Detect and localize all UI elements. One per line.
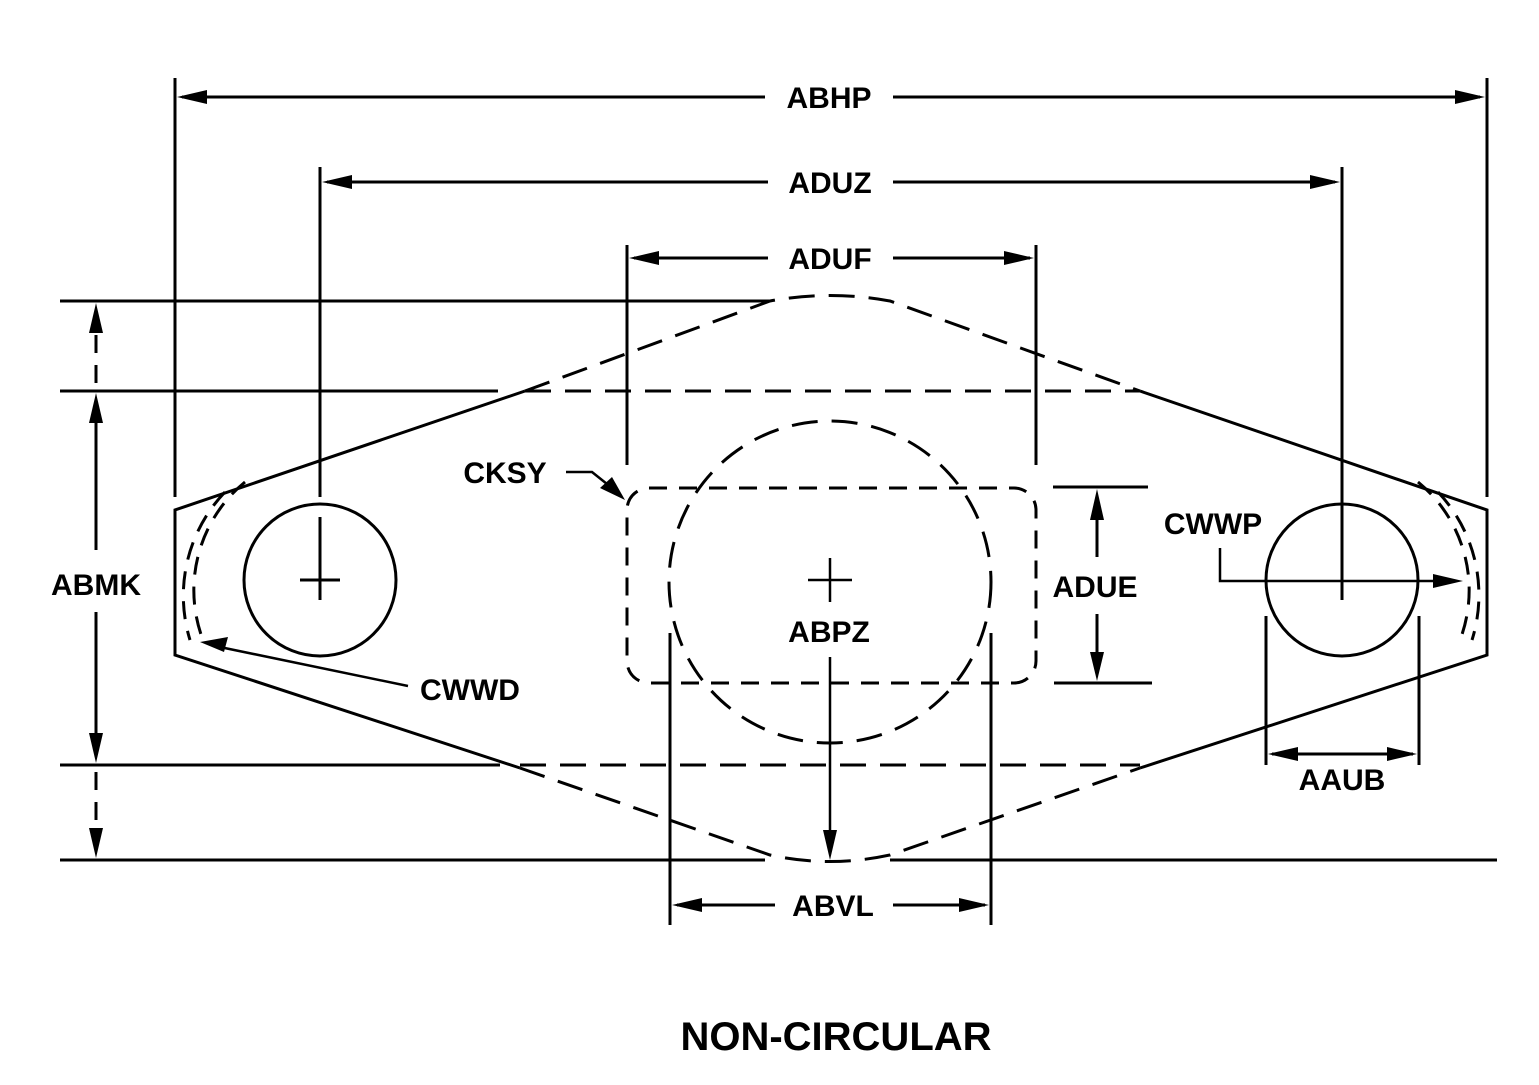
label-aduf: ADUF: [788, 243, 871, 276]
aduz-arrow-left-icon: [322, 175, 352, 189]
label-aaub: AAUB: [1299, 764, 1386, 797]
abmk-arrow-bottom-inner-icon: [89, 733, 103, 763]
label-cksy: CKSY: [463, 457, 546, 490]
aduf-arrow-left-icon: [629, 251, 659, 265]
left-lug-hidden-arc-outer: [181, 490, 227, 641]
abhp-arrow-right-icon: [1455, 90, 1485, 104]
abmk-arrow-top-outer-icon: [89, 303, 103, 333]
hidden-outline-diamond-top: [524, 294, 1141, 393]
cwwp-arrow-icon: [1433, 574, 1463, 588]
cksy-arrow-icon: [600, 477, 625, 500]
aaub-arrow-left-icon: [1268, 747, 1298, 761]
cksy-leader-line: [566, 470, 613, 489]
abpz-arrow-icon: [823, 830, 837, 860]
left-mounting-hole: [242, 502, 398, 658]
label-aduz: ADUZ: [788, 167, 871, 200]
cwwp-leader-line: [1218, 548, 1440, 583]
left-lug-hidden-arc-inner: [192, 480, 246, 646]
aduf-arrow-right-icon: [1004, 251, 1034, 265]
flange-outline-right: [1139, 389, 1489, 770]
drawing-title: NON-CIRCULAR: [680, 1015, 991, 1059]
aaub-arrow-right-icon: [1387, 747, 1417, 761]
abmk-arrow-top-inner-icon: [89, 393, 103, 423]
label-cwwd: CWWD: [420, 674, 520, 707]
abmk-arrow-bottom-outer-icon: [89, 828, 103, 858]
hidden-outline-diamond-bottom: [519, 766, 1141, 863]
adue-arrow-down-icon: [1090, 652, 1104, 681]
label-cwwp: CWWP: [1164, 508, 1262, 541]
aduz-arrow-right-icon: [1310, 175, 1340, 189]
label-abvl: ABVL: [792, 890, 874, 923]
abhp-arrow-left-icon: [177, 90, 207, 104]
cwwd-leader-line: [214, 644, 409, 688]
label-adue: ADUE: [1052, 571, 1137, 604]
flange-outline-left: [173, 389, 526, 770]
central-pilot-hidden-rect: [625, 486, 1038, 685]
label-abpz: ABPZ: [788, 616, 870, 649]
abvl-arrow-right-icon: [959, 898, 989, 912]
label-abhp: ABHP: [786, 82, 871, 115]
right-lug-hidden-arc-inner: [1417, 480, 1471, 646]
label-abmk: ABMK: [51, 569, 141, 602]
right-lug-hidden-arc-outer: [1436, 490, 1481, 641]
abvl-arrow-left-icon: [672, 898, 702, 912]
adue-arrow-up-icon: [1090, 489, 1104, 520]
cwwd-arrow-icon: [200, 637, 228, 652]
